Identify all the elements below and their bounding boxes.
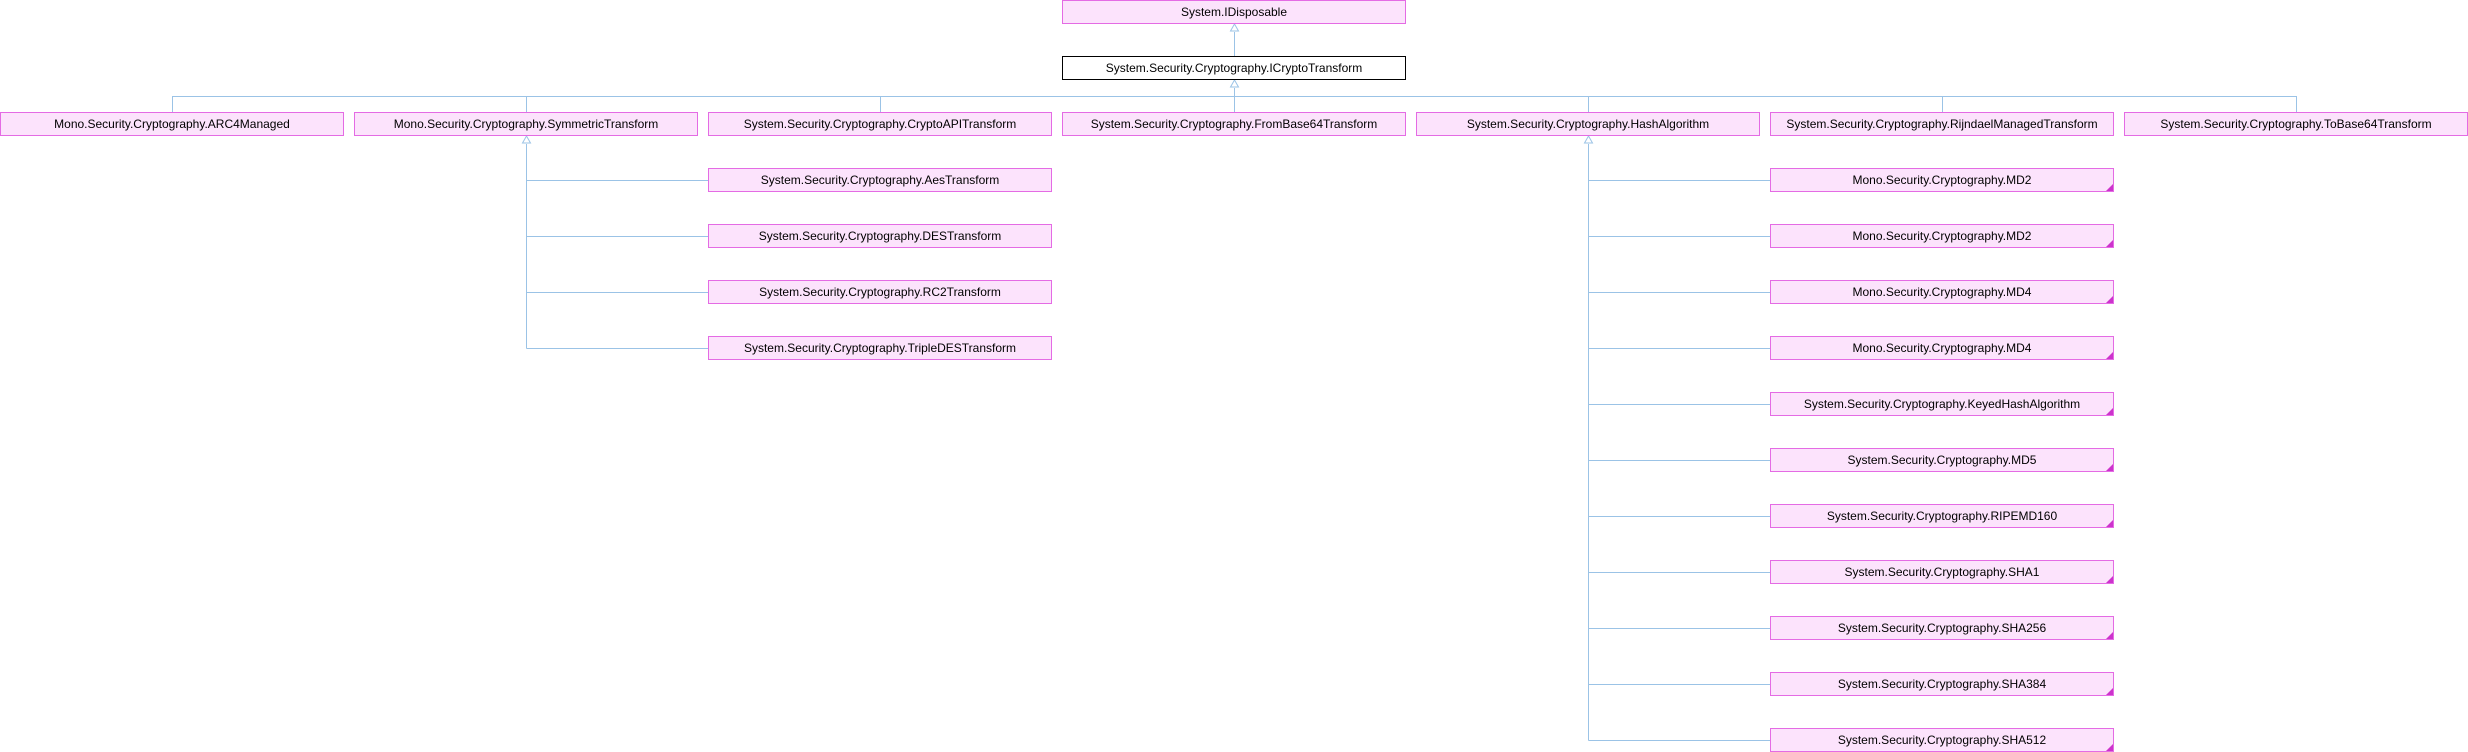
node-keyedhashalgorithm[interactable]: System.Security.Cryptography.KeyedHashAl… [1770, 392, 2114, 416]
node-rijndaelmanagedtransform[interactable]: System.Security.Cryptography.RijndaelMan… [1770, 112, 2114, 136]
node-md2-a[interactable]: Mono.Security.Cryptography.MD2 [1770, 168, 2114, 192]
node-hashalgorithm[interactable]: System.Security.Cryptography.HashAlgorit… [1416, 112, 1760, 136]
node-aestransform[interactable]: System.Security.Cryptography.AesTransfor… [708, 168, 1052, 192]
node-tripledestransform[interactable]: System.Security.Cryptography.TripleDESTr… [708, 336, 1052, 360]
node-md4-a[interactable]: Mono.Security.Cryptography.MD4 [1770, 280, 2114, 304]
node-rc2transform[interactable]: System.Security.Cryptography.RC2Transfor… [708, 280, 1052, 304]
more-subclasses-marker-icon [2106, 296, 2113, 303]
node-label: Mono.Security.Cryptography.MD2 [1852, 173, 2032, 187]
more-subclasses-marker-icon [2106, 576, 2113, 583]
node-label: System.Security.Cryptography.RIPEMD160 [1826, 509, 2058, 523]
more-subclasses-marker-icon [2106, 184, 2113, 191]
node-sha512[interactable]: System.Security.Cryptography.SHA512 [1770, 728, 2114, 752]
node-label: Mono.Security.Cryptography.MD4 [1852, 341, 2032, 355]
more-subclasses-marker-icon [2106, 352, 2113, 359]
node-label: System.Security.Cryptography.SHA384 [1837, 677, 2047, 691]
more-subclasses-marker-icon [2106, 520, 2113, 527]
node-sha384[interactable]: System.Security.Cryptography.SHA384 [1770, 672, 2114, 696]
more-subclasses-marker-icon [2106, 744, 2113, 751]
node-label: System.Security.Cryptography.SHA512 [1837, 733, 2047, 747]
node-focus-icryptotransform[interactable]: System.Security.Cryptography.ICryptoTran… [1062, 56, 1406, 80]
node-label: System.Security.Cryptography.MD5 [1847, 453, 2037, 467]
more-subclasses-marker-icon [2106, 240, 2113, 247]
node-arc4managed[interactable]: Mono.Security.Cryptography.ARC4Managed [0, 112, 344, 136]
inheritance-arrow-icon [521, 134, 532, 144]
node-label: System.Security.Cryptography.KeyedHashAl… [1803, 397, 2081, 411]
node-symmetrictransform[interactable]: Mono.Security.Cryptography.SymmetricTran… [354, 112, 698, 136]
inheritance-arrow-icon [1583, 134, 1594, 144]
node-destransform[interactable]: System.Security.Cryptography.DESTransfor… [708, 224, 1052, 248]
more-subclasses-marker-icon [2106, 632, 2113, 639]
node-md2-b[interactable]: Mono.Security.Cryptography.MD2 [1770, 224, 2114, 248]
node-frombase64transform[interactable]: System.Security.Cryptography.FromBase64T… [1062, 112, 1406, 136]
node-ripemd160[interactable]: System.Security.Cryptography.RIPEMD160 [1770, 504, 2114, 528]
node-label: System.Security.Cryptography.SHA256 [1837, 621, 2047, 635]
node-md5[interactable]: System.Security.Cryptography.MD5 [1770, 448, 2114, 472]
inheritance-arrow-icon [1229, 22, 1240, 32]
node-root-idisposable[interactable]: System.IDisposable [1062, 0, 1406, 24]
node-cryptoapitransform[interactable]: System.Security.Cryptography.CryptoAPITr… [708, 112, 1052, 136]
node-sha256[interactable]: System.Security.Cryptography.SHA256 [1770, 616, 2114, 640]
node-label: Mono.Security.Cryptography.MD2 [1852, 229, 2032, 243]
more-subclasses-marker-icon [2106, 408, 2113, 415]
node-label: System.Security.Cryptography.SHA1 [1844, 565, 2040, 579]
node-sha1[interactable]: System.Security.Cryptography.SHA1 [1770, 560, 2114, 584]
node-label: Mono.Security.Cryptography.MD4 [1852, 285, 2032, 299]
more-subclasses-marker-icon [2106, 688, 2113, 695]
inheritance-arrow-icon [1229, 78, 1240, 88]
node-md4-b[interactable]: Mono.Security.Cryptography.MD4 [1770, 336, 2114, 360]
node-tobase64transform[interactable]: System.Security.Cryptography.ToBase64Tra… [2124, 112, 2468, 136]
more-subclasses-marker-icon [2106, 464, 2113, 471]
